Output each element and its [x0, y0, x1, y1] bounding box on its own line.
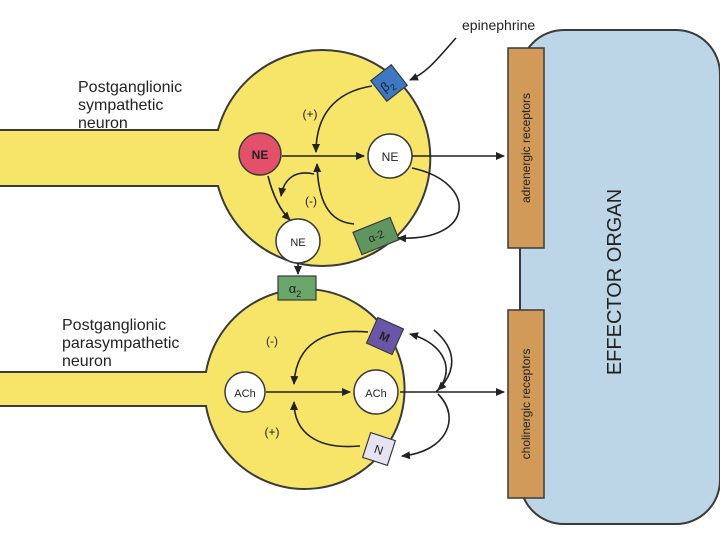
minus-symp-label: (-)	[305, 194, 317, 208]
para-label-line-3: neuron	[62, 353, 112, 370]
epinephrine-label: epinephrine	[462, 17, 535, 33]
plus-para-label: (+)	[265, 425, 280, 439]
alpha2-symp-label: α-2	[367, 228, 386, 245]
adrenergic-label: adrenergic receptors	[519, 93, 533, 203]
sympathetic-neuron-label: Postganglionic sympathetic neuron	[78, 79, 182, 133]
adrenergic-receptor-bar	[507, 47, 545, 249]
ach-vesicle	[224, 371, 266, 413]
alpha2-para-label: α2	[289, 281, 302, 299]
para-label-line-1: Postganglionic	[62, 317, 167, 334]
ne-vesicle-label: NE	[252, 148, 269, 162]
symp-label-line-1: Postganglionic	[78, 79, 183, 96]
para-label-line-2: parasympathetic	[62, 335, 180, 352]
arrow-ach-to-m	[409, 332, 447, 393]
ach-released-label: ACh	[365, 388, 386, 400]
arrow-m-minus	[290, 330, 369, 385]
alpha2-para-receptor	[277, 275, 317, 301]
arrow-ne-to-alpha2	[397, 167, 460, 243]
arrow-m-to-ach	[433, 329, 453, 391]
m-receptor	[365, 316, 405, 356]
effector-organ-label: EFFECTOR ORGAN	[604, 189, 626, 375]
arrow-ach-to-n	[401, 393, 450, 460]
cholinergic-label: cholinergic receptors	[519, 349, 533, 460]
arrow-ne-to-terminal	[267, 175, 291, 221]
ne-terminal-label: NE	[290, 237, 305, 249]
alpha2-symp-receptor	[352, 216, 400, 256]
ach-vesicle-label: ACh	[234, 388, 255, 400]
ne-vesicle	[238, 132, 282, 176]
minus-para-label: (-)	[266, 334, 278, 348]
plus-symp-label: (+)	[303, 107, 318, 121]
symp-label-line-3: neuron	[78, 115, 128, 132]
arrow-minus-to-ne	[278, 172, 315, 197]
ne-released-label: NE	[382, 150, 399, 164]
n-receptor	[361, 431, 397, 467]
parasympathetic-neuron-label: Postganglionic parasympathetic neuron	[62, 317, 179, 371]
arrow-n-plus	[290, 401, 361, 448]
symp-label-line-2: sympathetic	[78, 97, 164, 114]
n-receptor-label: N	[372, 442, 385, 458]
cholinergic-receptor-bar	[507, 309, 545, 499]
ach-released-circle	[353, 369, 399, 415]
arrow-alpha2-minus	[313, 163, 355, 225]
arrow-epinephrine-beta2	[409, 37, 457, 81]
beta2-receptor	[369, 63, 409, 103]
effector-organ	[519, 29, 720, 525]
arrow-beta2-plus	[312, 85, 373, 153]
